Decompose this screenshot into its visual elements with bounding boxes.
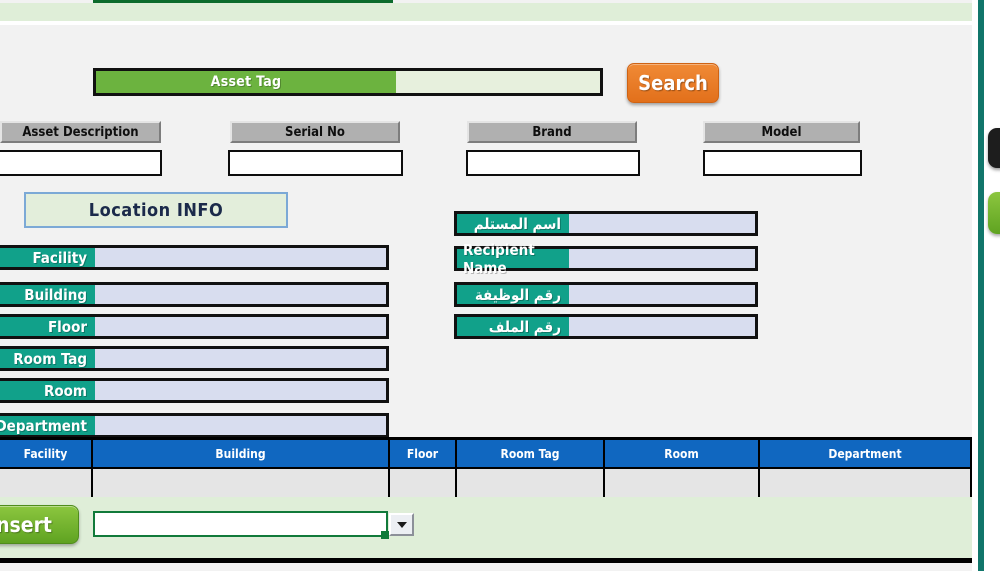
grid-header-row: Facility Building Floor Room Tag Room De… — [0, 440, 972, 467]
right-teal-rule — [978, 0, 984, 571]
recipient-input-name-ar[interactable] — [569, 214, 755, 233]
insert-combo-input[interactable] — [93, 511, 388, 537]
location-row-building: Building — [0, 282, 389, 307]
location-label-room: Room — [0, 381, 95, 400]
caption-model: Model — [703, 121, 860, 143]
caption-serial-no: Serial No — [230, 121, 400, 143]
right-side-panel: قا H — [984, 0, 1000, 571]
chevron-down-icon[interactable] — [389, 513, 414, 536]
location-info-header: Location INFO — [24, 192, 288, 228]
caption-brand: Brand — [467, 121, 637, 143]
combo-resize-handle[interactable] — [381, 531, 389, 539]
location-label-room-tag: Room Tag — [0, 349, 95, 368]
location-input-floor[interactable] — [95, 317, 386, 336]
top-green-bar — [93, 0, 393, 5]
location-input-department[interactable] — [95, 416, 386, 435]
recipient-row-file-number: رقم الملف — [454, 314, 758, 339]
grid-cell-room — [605, 469, 760, 499]
grid-col-room-tag[interactable]: Room Tag — [457, 440, 605, 467]
location-row-floor: Floor — [0, 314, 389, 339]
recipient-label-file-number: رقم الملف — [457, 317, 569, 336]
location-label-floor: Floor — [0, 317, 95, 336]
insert-button[interactable]: Insert — [0, 505, 79, 544]
recipient-label-job-number: رقم الوظيفة — [457, 285, 569, 304]
location-row-room-tag: Room Tag — [0, 346, 389, 371]
grid-cell-room-tag — [457, 469, 605, 499]
recipient-label-name-en: Recipient Name — [457, 241, 569, 277]
right-gap — [972, 0, 978, 571]
location-input-room-tag[interactable] — [95, 349, 386, 368]
recipient-input-job-number[interactable] — [569, 285, 755, 304]
location-label-building: Building — [0, 285, 95, 304]
form-panel: Asset Tag Search Asset Description Seria… — [0, 25, 972, 438]
recipient-row-job-number: رقم الوظيفة — [454, 282, 758, 307]
asset-description-input[interactable] — [0, 150, 162, 176]
location-input-building[interactable] — [95, 285, 386, 304]
right-panel-black-button[interactable] — [988, 128, 1000, 168]
recipient-input-name-en[interactable] — [569, 249, 755, 268]
top-white-strip — [0, 21, 972, 25]
caption-asset-description: Asset Description — [0, 121, 161, 143]
right-panel-green-button[interactable] — [988, 192, 1000, 234]
recipient-row-name-en: Recipient Name — [454, 241, 758, 277]
grid-col-building[interactable]: Building — [93, 440, 390, 467]
grid-cell-department — [760, 469, 972, 499]
model-input[interactable] — [703, 150, 862, 176]
location-input-facility[interactable] — [95, 248, 386, 267]
location-input-room[interactable] — [95, 381, 386, 400]
search-button[interactable]: Search — [627, 63, 719, 103]
grid-cell-building — [93, 469, 390, 499]
location-row-room: Room — [0, 378, 389, 403]
location-row-department: Department — [0, 413, 389, 438]
grid-cell-facility — [0, 469, 93, 499]
grid-col-room[interactable]: Room — [605, 440, 760, 467]
recipient-input-file-number[interactable] — [569, 317, 755, 336]
grid-col-department[interactable]: Department — [760, 440, 972, 467]
grid-col-floor[interactable]: Floor — [390, 440, 457, 467]
grid-col-facility[interactable]: Facility — [0, 440, 93, 467]
serial-no-input[interactable] — [228, 150, 403, 176]
asset-tag-input[interactable] — [396, 71, 600, 93]
recipient-row-name-ar: اسم المستلم — [454, 211, 758, 236]
asset-tag-control: Asset Tag — [93, 68, 603, 96]
location-results-grid: Facility Building Floor Room Tag Room De… — [0, 437, 972, 499]
right-panel-text: قا H — [984, 34, 1000, 47]
grid-cell-floor — [390, 469, 457, 499]
asset-tag-label: Asset Tag — [96, 71, 396, 93]
brand-input[interactable] — [466, 150, 640, 176]
location-row-facility: Facility — [0, 245, 389, 270]
table-row[interactable] — [0, 467, 972, 499]
recipient-label-name-ar: اسم المستلم — [457, 214, 569, 233]
location-label-facility: Facility — [0, 248, 95, 267]
location-label-department: Department — [0, 416, 95, 435]
